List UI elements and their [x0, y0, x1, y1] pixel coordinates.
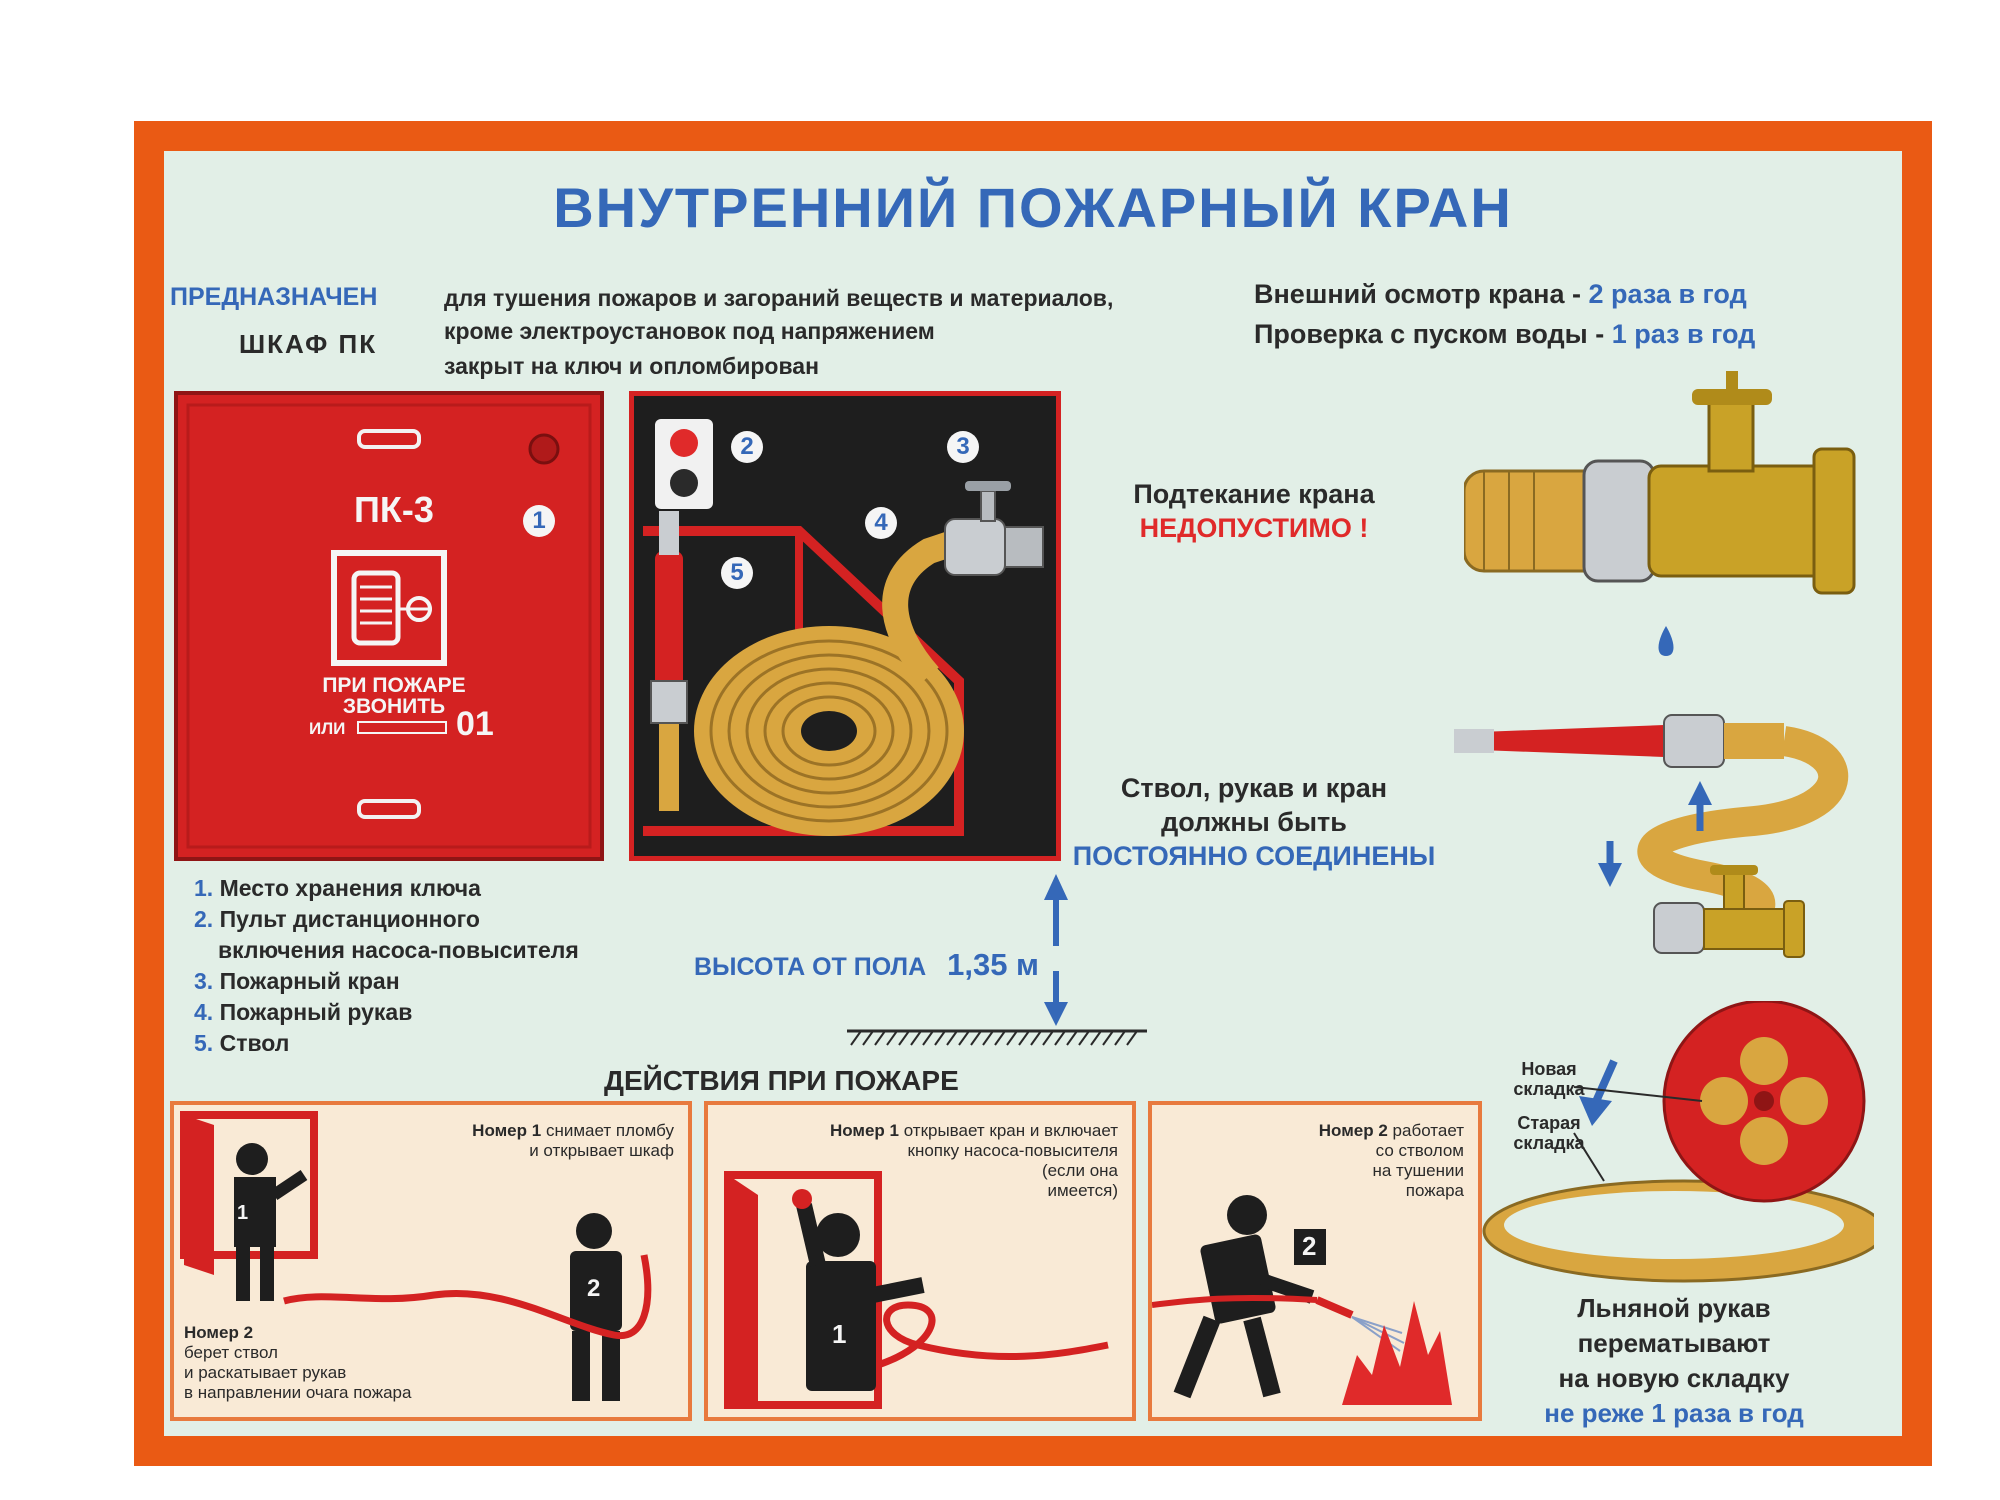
fire-notice: ПРИ ПОЖАРЕ ЗВОНИТЬ [314, 675, 474, 717]
legend-item: 1. Место хранения ключа [194, 875, 481, 901]
hose-to-valve [882, 528, 964, 685]
panel2-illustration [724, 1171, 1109, 1409]
closed-cabinet-illustration [174, 391, 604, 861]
arrow-down-icon [1598, 863, 1622, 887]
phone-placeholder-box [357, 721, 447, 734]
inspection-external: Внешний осмотр крана - 2 раза в год [1254, 279, 1747, 310]
handle-top-icon [357, 429, 421, 449]
panel2-figure-1: 1 [832, 1319, 847, 1349]
panel3-illustration [1152, 1195, 1452, 1405]
panel1-bottom-text: Номер 2 берет ствол и раскатывает рукав … [184, 1323, 412, 1402]
cabinet-label: ШКАФ ПК [239, 329, 378, 359]
marker-4: 4 [865, 507, 897, 539]
leak-line2: НЕДОПУСТИМО ! [1139, 513, 1369, 543]
closed-cabinet: ПК-3 ПРИ ПОЖАРЕ ЗВОНИТЬ ИЛИ 01 1 [174, 391, 604, 861]
marker-3: 3 [947, 431, 979, 463]
height-caption: ВЫСОТА ОТ ПОЛА 1,35 м [694, 947, 1039, 983]
actions-title: ДЕЙСТВИЯ ПРИ ПОЖАРЕ [604, 1065, 959, 1096]
hose-reel-illustration [1482, 1001, 1874, 1283]
fire-notice-or: ИЛИ [309, 719, 346, 738]
inspection-water: Проверка с пуском воды - 1 раз в год [1254, 319, 1755, 350]
leak-line1: Подтекание крана [1133, 479, 1375, 509]
panel1-figure-2: 2 [587, 1275, 601, 1302]
cabinet-code: ПК-3 [354, 489, 434, 530]
arrow-down-icon [1579, 1096, 1612, 1126]
inspection-external-label: Внешний осмотр крана - [1254, 279, 1581, 309]
connected-note: Ствол, рукав и кран должны быть ПОСТОЯНН… [1044, 771, 1464, 873]
reel-new-label: Новая складка [1513, 1059, 1585, 1099]
fire-notice-line1: ПРИ ПОЖАРЕ [322, 674, 466, 697]
panel3-top-text: Номер 2 работает со стволом на тушении п… [1318, 1121, 1464, 1200]
fire-notice-line2: ЗВОНИТЬ [342, 695, 446, 718]
legend-item: 4. Пожарный рукав [194, 999, 413, 1025]
arrow-down-icon [1044, 1002, 1068, 1026]
fire-phone: 01 [456, 705, 494, 743]
connected-line3: ПОСТОЯННО СОЕДИНЕНЫ [1072, 841, 1436, 871]
height-value: 1,35 м [947, 947, 1039, 982]
hose-coil-icon [694, 626, 964, 836]
action-panel-1: Номер 1 снимает пломбу и открывает шкаф … [170, 1101, 692, 1421]
handle-bottom-icon [357, 799, 421, 819]
cabinet-text: закрыт на ключ и опломбирован [444, 353, 819, 379]
poster-frame: ВНУТРЕННИЙ ПОЖАРНЫЙ КРАН ПРЕДНАЗНАЧЕН дл… [134, 121, 1932, 1466]
action-panel-2: Номер 1 открывает кран и включает кнопку… [704, 1101, 1136, 1421]
fire-flame-icon [1342, 1301, 1452, 1405]
panel1-figure-1: 1 [237, 1202, 249, 1224]
poster-title: ВНУТРЕННИЙ ПОЖАРНЫЙ КРАН [553, 176, 1513, 239]
pump-remote-icon [655, 419, 713, 509]
connected-line1: Ствол, рукав и кран [1120, 773, 1388, 803]
water-drop-icon [1658, 626, 1674, 656]
connected-line2: должны быть [1161, 807, 1347, 837]
panel2-top-text: Номер 1 открывает кран и включает кнопку… [829, 1121, 1118, 1200]
leak-warning: Подтекание крана НЕДОПУСТИМО ! [1084, 477, 1424, 545]
reel-note-line1: Льняной рукав [1577, 1293, 1771, 1323]
legend-item: 5. Ствол [194, 1030, 290, 1056]
open-cabinet-illustration [628, 390, 1062, 862]
poster-inner: ВНУТРЕННИЙ ПОЖАРНЫЙ КРАН ПРЕДНАЗНАЧЕН дл… [164, 151, 1902, 1436]
reel-note: Льняной рукав перематывают на новую скла… [1464, 1291, 1884, 1431]
marker-2: 2 [731, 431, 763, 463]
key-lock-icon [528, 433, 560, 465]
marker-5: 5 [721, 557, 753, 589]
arrow-up-icon [1688, 781, 1712, 805]
nozzle-icon [650, 511, 688, 724]
purpose-label: ПРЕДНАЗНАЧЕН [170, 283, 378, 311]
connected-hose-illustration [1454, 714, 1849, 958]
reel-note-line2: перематывают [1577, 1328, 1771, 1358]
reel-note-line3: на новую складку [1558, 1363, 1790, 1393]
action-panel-3: Номер 2 работает со стволом на тушении п… [1148, 1101, 1482, 1421]
panel1-illustration [180, 1111, 652, 1401]
open-cabinet: 2 3 4 5 [628, 390, 1062, 862]
valve-icon [944, 481, 1044, 576]
floor-hatching [847, 1029, 1147, 1046]
reel-note-line4: не реже 1 раза в год [1544, 1398, 1804, 1428]
legend-item: 2. Пульт дистанционного [194, 906, 480, 932]
height-label: ВЫСОТА ОТ ПОЛА [694, 953, 927, 981]
legend-item: 3. Пожарный кран [194, 968, 400, 994]
purpose-line1: для тушения пожаров и загораний веществ … [444, 285, 1114, 311]
purpose-line2: кроме электроустановок под напряжением [444, 318, 935, 344]
legend: 1. Место хранения ключа 2. Пульт дистанц… [194, 873, 579, 1059]
inspection-water-value: 1 раз в год [1611, 319, 1756, 349]
height-indicator [1044, 874, 1068, 1026]
reel-old-label: Старая складка [1513, 1113, 1585, 1153]
panel3-figure-2: 2 [1302, 1231, 1317, 1261]
inspection-external-value: 2 раза в год [1588, 279, 1747, 309]
legend-item: включения насоса-повысителя [218, 937, 579, 963]
arrow-up-icon [1044, 874, 1068, 900]
inspection-water-label: Проверка с пуском воды - [1254, 319, 1605, 349]
panel1-top-text: Номер 1 снимает пломбу и открывает шкаф [472, 1121, 674, 1160]
leaking-valve-illustration [1464, 371, 1856, 656]
marker-1: 1 [523, 505, 555, 537]
